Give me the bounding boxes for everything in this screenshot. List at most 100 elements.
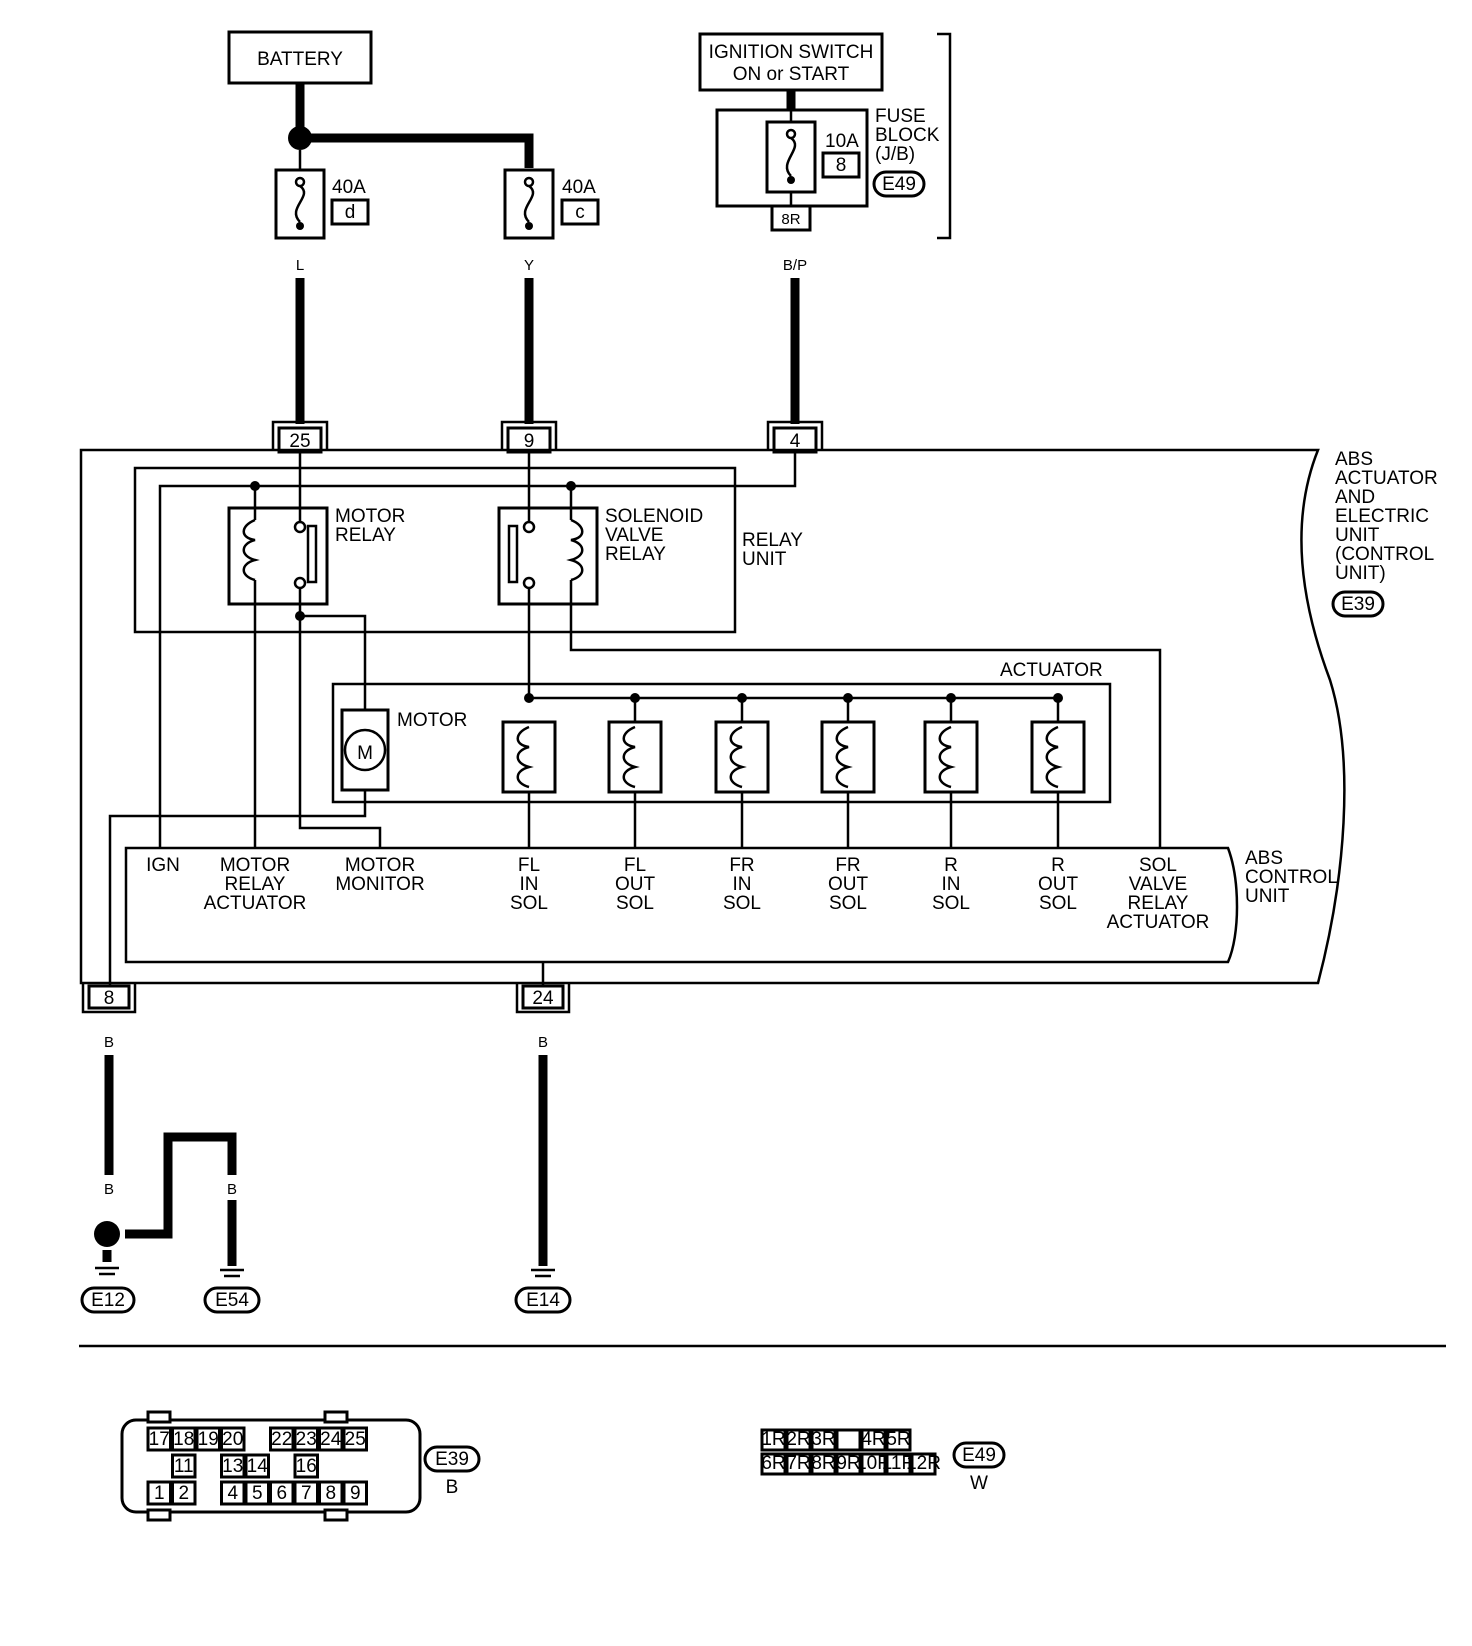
svg-text:IN: IN xyxy=(942,874,961,895)
connector-pin-label: 8R xyxy=(811,1453,835,1474)
connector-pin xyxy=(810,1428,837,1452)
connector-pin xyxy=(885,1428,912,1452)
svg-text:OUT: OUT xyxy=(1038,874,1079,895)
svg-text:ELECTRIC: ELECTRIC xyxy=(1335,506,1429,527)
svg-text:OUT: OUT xyxy=(615,874,656,895)
terminal-24: 24 xyxy=(515,983,571,1014)
connector-pin xyxy=(171,1426,197,1452)
connector-pin xyxy=(760,1452,787,1476)
terminal-8r: 8R xyxy=(781,211,800,228)
svg-text:SOL: SOL xyxy=(616,893,654,914)
solenoid-relay-line2: VALVE xyxy=(605,525,663,546)
wire-color-l: L xyxy=(296,257,304,274)
connector-pin xyxy=(293,1480,319,1506)
svg-text:E54: E54 xyxy=(215,1290,249,1311)
ignition-line1: IGNITION SWITCH xyxy=(709,42,874,63)
actuator-box xyxy=(331,682,1112,804)
solenoid-fl-in xyxy=(501,720,557,794)
connector-pin xyxy=(810,1452,837,1476)
connector-pin-label: 9 xyxy=(350,1483,361,1504)
connector-pin xyxy=(835,1452,862,1476)
connector-pin-label: 6 xyxy=(276,1483,287,1504)
solenoid-valve-relay: SOLENOID VALVE RELAY xyxy=(497,450,703,606)
connector-pin-label: 7R xyxy=(786,1453,810,1474)
connector-pin-label: 17 xyxy=(149,1429,170,1450)
connector-pin-label: 2R xyxy=(786,1429,810,1450)
connector-pin-label: 5 xyxy=(252,1483,263,1504)
control-unit-line3: UNIT xyxy=(1245,886,1290,907)
svg-text:IN: IN xyxy=(520,874,539,895)
connector-pin-label: 1R xyxy=(761,1429,785,1450)
solenoid-relay-line1: SOLENOID xyxy=(605,506,703,527)
wire-color-b-2: B xyxy=(104,1181,114,1198)
fuse-d-id: d xyxy=(345,202,356,223)
svg-text:(CONTROL: (CONTROL xyxy=(1335,544,1434,565)
relay-unit-box xyxy=(133,466,737,634)
wire-color-bp: B/P xyxy=(783,257,807,274)
svg-text:R: R xyxy=(944,855,958,876)
fuse-block: 10A 8 FUSE BLOCK (J/B) E49 8R xyxy=(715,106,940,232)
svg-text:FR: FR xyxy=(729,855,754,876)
control-label-ign: IGN xyxy=(146,855,180,876)
connector-pin-label: 16 xyxy=(296,1456,317,1477)
svg-text:SOL: SOL xyxy=(510,893,548,914)
svg-text:8: 8 xyxy=(104,988,115,1009)
fuse-block-line2: BLOCK xyxy=(875,125,940,146)
svg-text:RELAY: RELAY xyxy=(225,874,286,895)
svg-text:MOTOR: MOTOR xyxy=(345,855,415,876)
svg-text:SOL: SOL xyxy=(723,893,761,914)
fuse-c: 40A c xyxy=(503,168,600,240)
connector-pin xyxy=(760,1428,787,1452)
motor-relay: MOTOR RELAY xyxy=(227,450,405,848)
abs-unit-label: ABS ACTUATOR AND ELECTRIC UNIT (CONTROL … xyxy=(1331,449,1438,618)
connector-pin-label: 22 xyxy=(271,1429,292,1450)
svg-text:OUT: OUT xyxy=(828,874,869,895)
connector-pin xyxy=(293,1426,319,1452)
solenoid-relay-line3: RELAY xyxy=(605,544,666,565)
connector-pin xyxy=(885,1452,912,1476)
control-label-r-out-sol: R OUT SOL xyxy=(1038,855,1079,914)
svg-text:ACTUATOR: ACTUATOR xyxy=(204,893,307,914)
motor-relay-line1: MOTOR xyxy=(335,506,405,527)
svg-text:FL: FL xyxy=(624,855,646,876)
svg-text:SOL: SOL xyxy=(932,893,970,914)
connector-pin xyxy=(244,1453,270,1479)
connector-pin xyxy=(146,1426,172,1452)
connector-pin-label: 6R xyxy=(761,1453,785,1474)
fuse-block-line1: FUSE xyxy=(875,106,926,127)
ground-e12: E12 xyxy=(80,1266,136,1314)
svg-text:VALVE: VALVE xyxy=(1129,874,1187,895)
e39-color: B xyxy=(446,1477,459,1498)
control-label-fr-in-sol: FR IN SOL xyxy=(723,855,761,914)
battery: BATTERY xyxy=(227,30,373,85)
terminal-4: 4 xyxy=(766,420,824,454)
motor: M MOTOR xyxy=(340,708,467,792)
svg-text:SOL: SOL xyxy=(1139,855,1177,876)
connector-pin xyxy=(910,1452,937,1476)
connector-pin-label: 7 xyxy=(301,1483,312,1504)
connector-pin xyxy=(860,1428,887,1452)
connector-pin-label: 23 xyxy=(296,1429,317,1450)
wire-color-b-5: B xyxy=(538,1034,548,1051)
connector-pin-label: 13 xyxy=(222,1456,243,1477)
motor-relay-line2: RELAY xyxy=(335,525,396,546)
connector-pin-label: 12R xyxy=(906,1453,941,1474)
svg-text:24: 24 xyxy=(532,988,554,1009)
e39-id: E39 xyxy=(435,1449,469,1470)
control-label-fl-in-sol: FL IN SOL xyxy=(510,855,548,914)
control-label-r-in-sol: R IN SOL xyxy=(932,855,970,914)
svg-text:MONITOR: MONITOR xyxy=(335,874,424,895)
motor-label: MOTOR xyxy=(397,710,467,731)
svg-text:25: 25 xyxy=(289,431,310,452)
connector-pin-label: 19 xyxy=(198,1429,219,1450)
connector-pin-label: 11 xyxy=(174,1456,194,1477)
ground-e14: E14 xyxy=(514,1268,572,1314)
connector-pin-label: 14 xyxy=(247,1456,269,1477)
connector-pin xyxy=(244,1480,270,1506)
connector-pin xyxy=(860,1452,887,1476)
relay-unit-line1: RELAY xyxy=(742,530,803,551)
connector-pin xyxy=(171,1480,197,1506)
connector-pin xyxy=(785,1428,812,1452)
